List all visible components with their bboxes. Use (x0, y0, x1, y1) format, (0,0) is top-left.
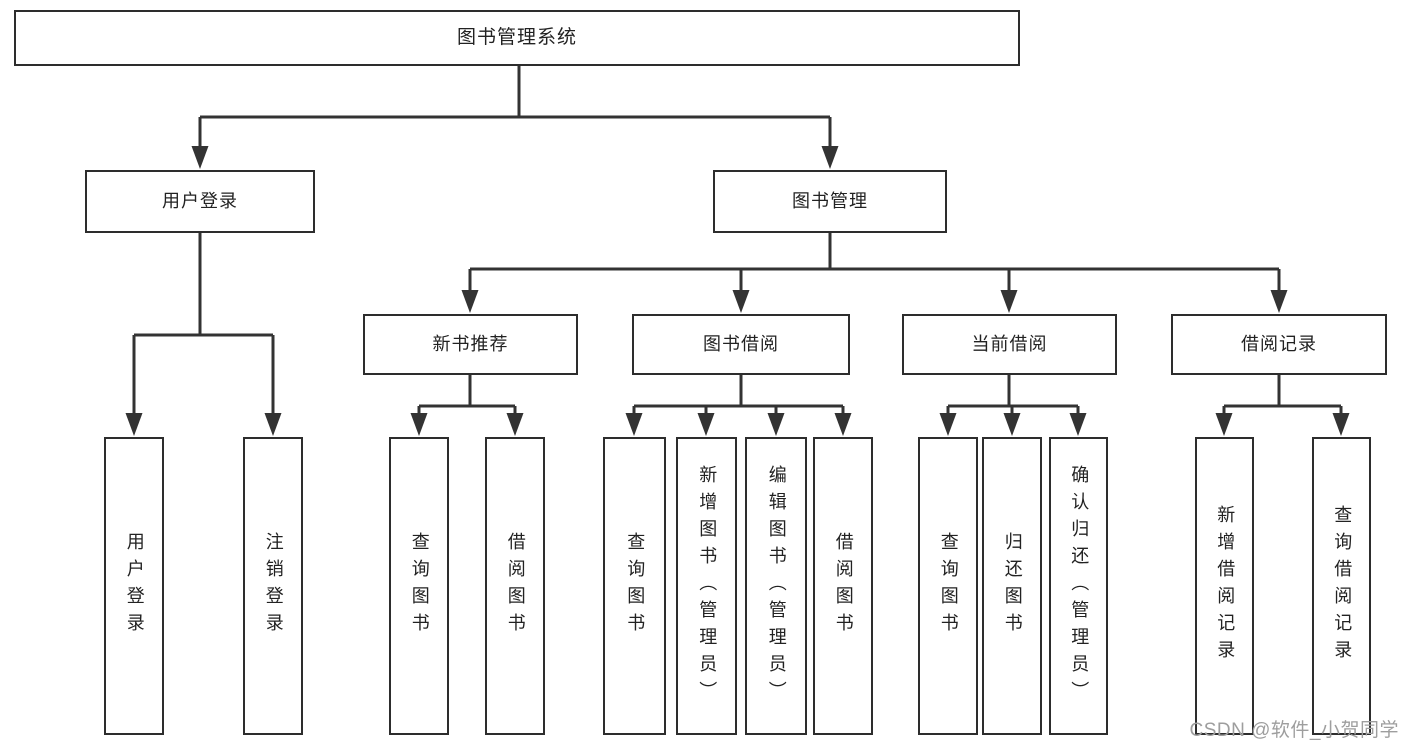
leaf-add-book: 新增图书（管理员） (676, 437, 737, 735)
leaf-query-borrow-record: 查询借阅记录 (1312, 437, 1371, 735)
connector-current-borrow-to-leaves (946, 375, 1080, 417)
arrow-icon (697, 413, 715, 436)
node-book-mgmt: 图书管理 (713, 170, 947, 233)
leaf-query-book-current: 查询图书 (918, 437, 978, 735)
node-root: 图书管理系统 (14, 10, 1020, 66)
arrow-icon (410, 413, 428, 436)
leaf-user-login-label: 用户登录 (124, 532, 145, 640)
arrow-icon (1069, 413, 1087, 436)
arrow-icon (821, 146, 839, 169)
arrow-icon (125, 413, 143, 436)
arrow-icon (767, 413, 785, 436)
leaf-confirm-return-label: 确认归还（管理员） (1069, 464, 1090, 708)
arrow-icon (1215, 413, 1233, 436)
leaf-borrow-book-borrow-label: 借阅图书 (833, 532, 854, 640)
leaf-return-book-label: 归还图书 (1002, 532, 1023, 640)
leaf-edit-book: 编辑图书（管理员） (745, 437, 807, 735)
node-new-book-rec-label: 新书推荐 (432, 333, 509, 354)
arrow-icon (461, 290, 479, 313)
arrow-icon (1270, 290, 1288, 313)
connector-borrow-record-to-leaves (1222, 375, 1343, 417)
node-user-login: 用户登录 (85, 170, 315, 233)
leaf-logout: 注销登录 (243, 437, 303, 735)
leaf-query-book-rec-label: 查询图书 (409, 532, 430, 640)
arrow-icon (1332, 413, 1350, 436)
arrow-icon (1000, 290, 1018, 313)
node-book-borrow: 图书借阅 (632, 314, 850, 375)
node-root-label: 图书管理系统 (456, 26, 577, 48)
leaf-query-book-rec: 查询图书 (389, 437, 449, 735)
leaf-edit-book-label: 编辑图书（管理员） (766, 464, 787, 708)
node-current-borrow-label: 当前借阅 (971, 333, 1048, 354)
leaf-borrow-book-rec-label: 借阅图书 (505, 532, 526, 640)
connector-lines (132, 66, 1343, 417)
connector-new-book-rec-to-leaves (417, 375, 517, 417)
connector-book-mgmt-to-level3 (468, 233, 1281, 294)
node-borrow-record: 借阅记录 (1171, 314, 1387, 375)
leaf-return-book: 归还图书 (982, 437, 1042, 735)
leaf-borrow-book-rec: 借阅图书 (485, 437, 545, 735)
leaf-borrow-book-borrow: 借阅图书 (813, 437, 873, 735)
watermark-csdn: CSDN @软件_小贺同学 (1189, 720, 1399, 741)
arrow-icon (1003, 413, 1021, 436)
leaf-query-book-current-label: 查询图书 (938, 532, 959, 640)
leaf-add-borrow-record: 新增借阅记录 (1195, 437, 1254, 735)
node-user-login-label: 用户登录 (162, 190, 238, 211)
node-new-book-rec: 新书推荐 (363, 314, 578, 375)
arrow-icon (191, 146, 209, 169)
arrow-icon (264, 413, 282, 436)
leaf-add-book-label: 新增图书（管理员） (697, 464, 718, 708)
arrow-icon (625, 413, 643, 436)
leaf-logout-label: 注销登录 (263, 532, 284, 640)
leaf-query-borrow-record-label: 查询借阅记录 (1332, 505, 1353, 667)
node-book-borrow-label: 图书借阅 (703, 333, 779, 354)
arrowheads (125, 146, 1350, 436)
arrow-icon (834, 413, 852, 436)
arrow-icon (506, 413, 524, 436)
node-book-mgmt-label: 图书管理 (792, 190, 868, 211)
connector-user-login-to-leaves (132, 233, 275, 417)
node-current-borrow: 当前借阅 (902, 314, 1117, 375)
node-borrow-record-label: 借阅记录 (1241, 333, 1317, 354)
connector-book-borrow-to-leaves (632, 375, 845, 417)
connector-root-to-level2 (198, 66, 832, 150)
leaf-confirm-return: 确认归还（管理员） (1049, 437, 1108, 735)
arrow-icon (939, 413, 957, 436)
arrow-icon (732, 290, 750, 313)
leaf-query-book-borrow-label: 查询图书 (625, 532, 646, 640)
leaf-query-book-borrow: 查询图书 (603, 437, 666, 735)
leaf-add-borrow-record-label: 新增借阅记录 (1215, 505, 1236, 667)
leaf-user-login: 用户登录 (104, 437, 164, 735)
